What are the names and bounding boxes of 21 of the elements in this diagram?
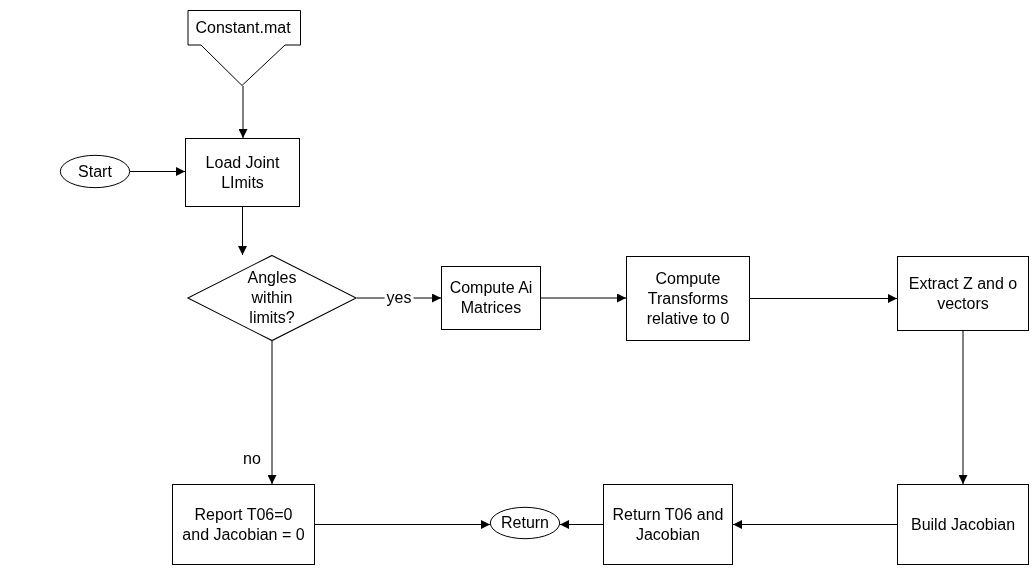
process-box: Compute Transforms relative to 0: [626, 256, 750, 341]
process-box: Load Joint LImits: [185, 138, 300, 207]
process-box: Compute Ai Matrices: [441, 266, 541, 330]
arrow: [559, 520, 604, 529]
arrow: [540, 293, 627, 303]
arrow: [267, 340, 277, 485]
arrow: [314, 520, 491, 529]
process-box: Return T06 and Jacobian: [603, 484, 733, 565]
arrow: [238, 85, 248, 139]
terminator-ellipse: Return: [490, 507, 560, 539]
process-box: Report T06=0 and Jacobian = 0: [172, 484, 315, 565]
arrow: [749, 294, 898, 303]
process-box: Build Jacobian: [897, 484, 1029, 565]
decision-diamond: Angles within limits?: [187, 255, 357, 341]
arrow: [732, 520, 898, 529]
arrow: [958, 330, 968, 485]
terminator-ellipse: Start: [60, 155, 130, 188]
process-box: Extract Z and o vectors: [897, 256, 1029, 331]
arrow: [129, 167, 186, 176]
arrow: [238, 206, 247, 256]
offpage-connector: Constant.mat: [185, 10, 301, 86]
